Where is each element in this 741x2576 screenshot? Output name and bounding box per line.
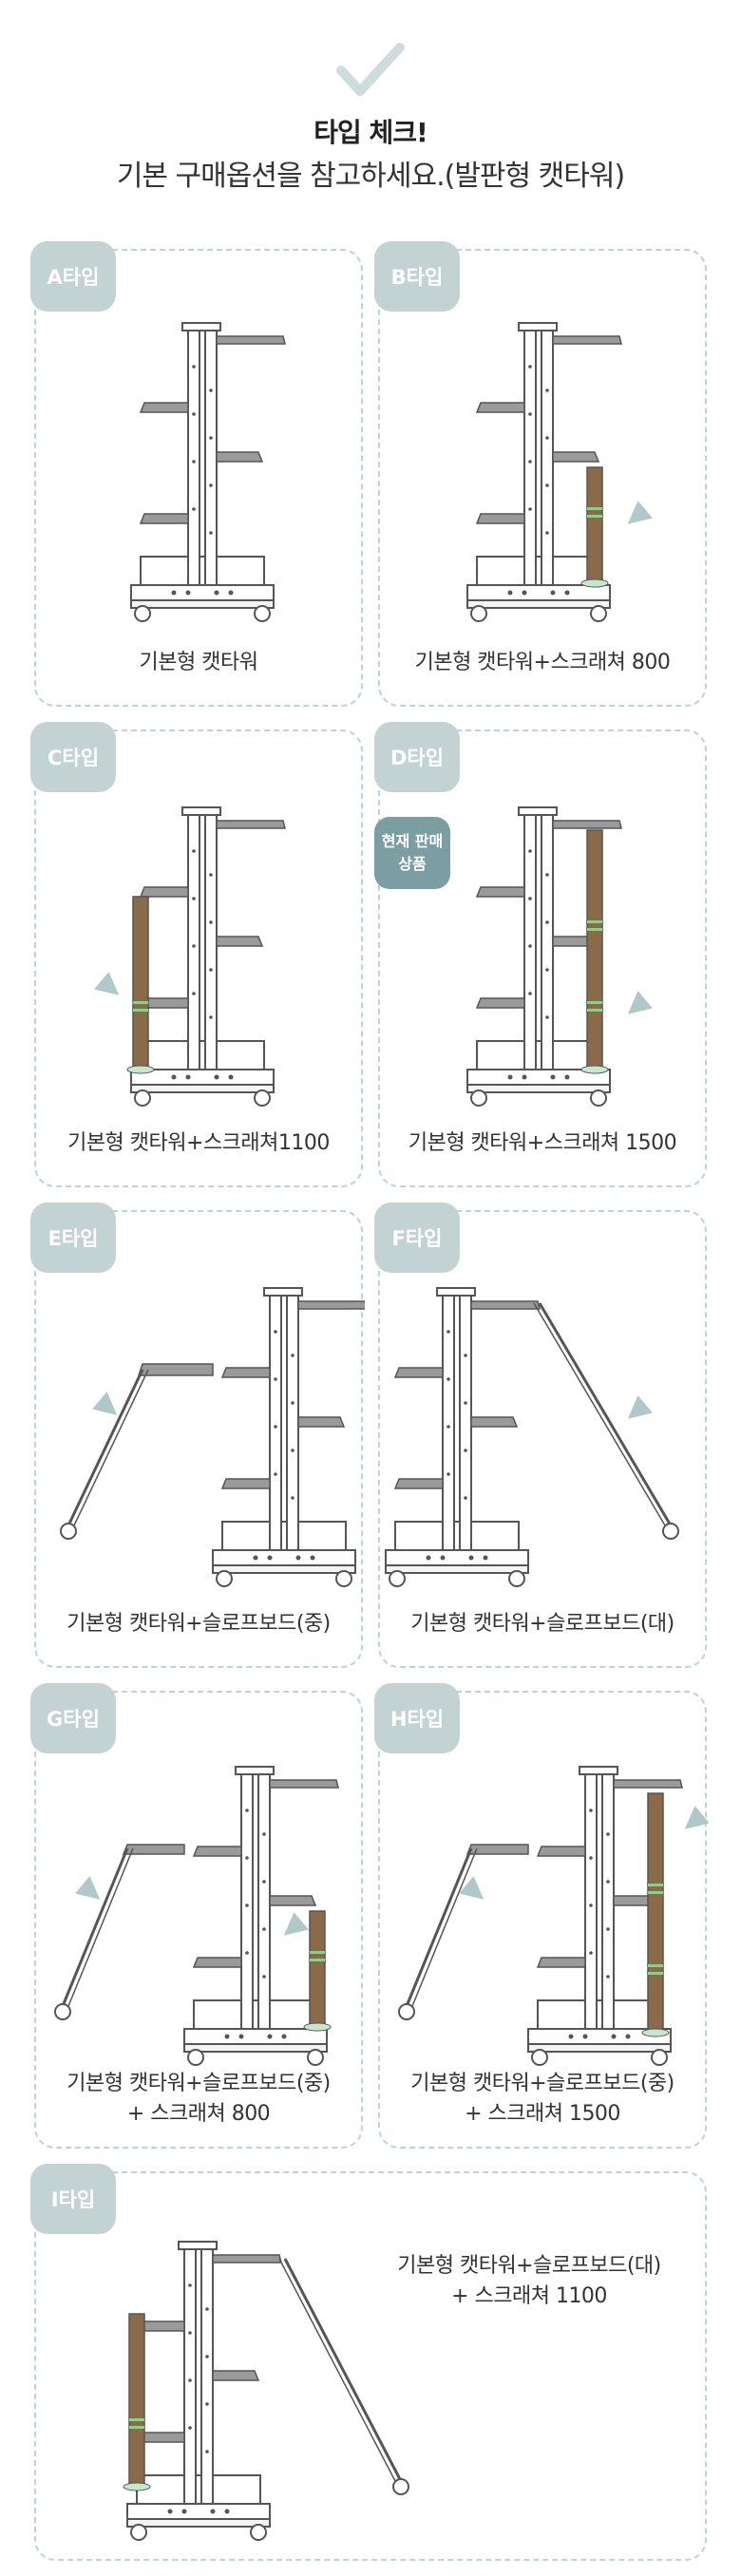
type-caption-d: 기본형 캣타워+스크래쳐 1500 <box>408 1131 677 1155</box>
type-caption-h-line2: + 스크래쳐 1500 <box>465 2102 620 2126</box>
type-badge-c: C타입 <box>30 722 116 792</box>
type-card-h: H타입 기본형 캣타워+슬로프보드(중) + 스크래쳐 1500 <box>374 1683 709 2149</box>
cat-tower-illustration <box>466 806 653 1107</box>
type-caption-e: 기본형 캣타워+슬로프보드(중) <box>66 1612 331 1636</box>
type-card-c: C타입 기본형 캣타워+스크래쳐1100 <box>30 722 363 1187</box>
type-card-i: I타입 기본형 캣타워+슬로프보드(대) + 스크래쳐 1100 <box>30 2164 709 2561</box>
type-card-d: D타입 현재 판매 상품 기본형 캣타워+스크래쳐 1500 <box>374 722 707 1187</box>
type-caption-g-line2: + 스크래쳐 800 <box>126 2102 271 2126</box>
header: 타입 체크! 기본 구매옵션을 참고하세요.(발판형 캣타워) <box>0 0 741 218</box>
arrow-icon <box>92 1392 118 1415</box>
cat-tower-illustration <box>123 2241 409 2541</box>
type-caption-h-line1: 기본형 캣타워+슬로프보드(중) <box>410 2072 674 2095</box>
type-card-g: G타입 기본형 캣타워+슬로프보드(중) + 스크래쳐 800 <box>30 1683 363 2149</box>
type-badge-f: F타입 <box>374 1203 460 1273</box>
arrow-icon <box>75 1876 101 1900</box>
type-badge-h: H타입 <box>374 1683 460 1753</box>
type-card-f: F타입 기본형 캣타워+슬로프보드(대) <box>374 1203 707 1668</box>
arrow-icon <box>627 1395 653 1419</box>
arrow-icon <box>627 991 653 1014</box>
arrow-icon <box>283 1912 309 1936</box>
type-card-b: B타입 기본형 캣타워+스크래쳐 800 <box>374 241 707 707</box>
type-caption-f: 기본형 캣타워+슬로프보드(대) <box>410 1612 674 1636</box>
type-badge-d: D타입 <box>374 722 460 792</box>
cat-tower-illustration <box>130 322 286 622</box>
arrow-icon <box>459 1876 484 1900</box>
arrow-icon <box>94 972 120 995</box>
cat-tower-illustration <box>398 1766 709 2066</box>
on-sale-line2: 상품 <box>398 855 427 873</box>
type-caption-h: 기본형 캣타워+슬로프보드(중) + 스크래쳐 1500 <box>380 2069 705 2130</box>
type-badge-a: A타입 <box>30 241 116 312</box>
type-caption-b: 기본형 캣타워+스크래쳐 800 <box>414 651 671 674</box>
type-caption-g: 기본형 캣타워+슬로프보드(중) + 스크래쳐 800 <box>36 2069 361 2130</box>
type-card-e: E타입 기본형 캣타워+슬로프보드(중) <box>30 1203 365 1668</box>
cat-tower-illustration <box>385 1287 679 1587</box>
type-caption-i-line1: 기본형 캣타워+슬로프보드(대) <box>397 2254 661 2278</box>
cat-tower-illustration <box>466 322 653 622</box>
type-caption-i: 기본형 캣타워+슬로프보드(대) + 스크래쳐 1100 <box>350 2251 709 2312</box>
arrow-icon <box>627 501 653 524</box>
type-caption-i-line2: + 스크래쳐 1100 <box>451 2284 607 2308</box>
cat-tower-illustration <box>60 1287 365 1587</box>
type-badge-e: E타입 <box>30 1203 116 1273</box>
page-title: 타입 체크! <box>314 117 428 148</box>
type-badge-g: G타입 <box>30 1683 116 1753</box>
type-caption-g-line1: 기본형 캣타워+슬로프보드(중) <box>66 2072 331 2095</box>
type-caption-c: 기본형 캣타워+스크래쳐1100 <box>67 1131 330 1155</box>
cat-tower-illustration <box>94 806 286 1107</box>
checkmark-icon <box>336 43 405 96</box>
type-badge-b: B타입 <box>374 241 460 312</box>
type-badge-i: I타입 <box>30 2164 116 2234</box>
page-subtitle: 기본 구매옵션을 참고하세요.(발판형 캣타워) <box>116 160 625 193</box>
arrow-icon <box>684 1806 709 1829</box>
type-card-a: A타입 기본형 캣타워 <box>30 241 363 707</box>
type-caption-a: 기본형 캣타워 <box>139 651 258 674</box>
on-sale-badge: 현재 판매 상품 <box>374 817 450 889</box>
cat-tower-illustration <box>54 1766 339 2066</box>
on-sale-line1: 현재 판매 <box>381 832 444 850</box>
